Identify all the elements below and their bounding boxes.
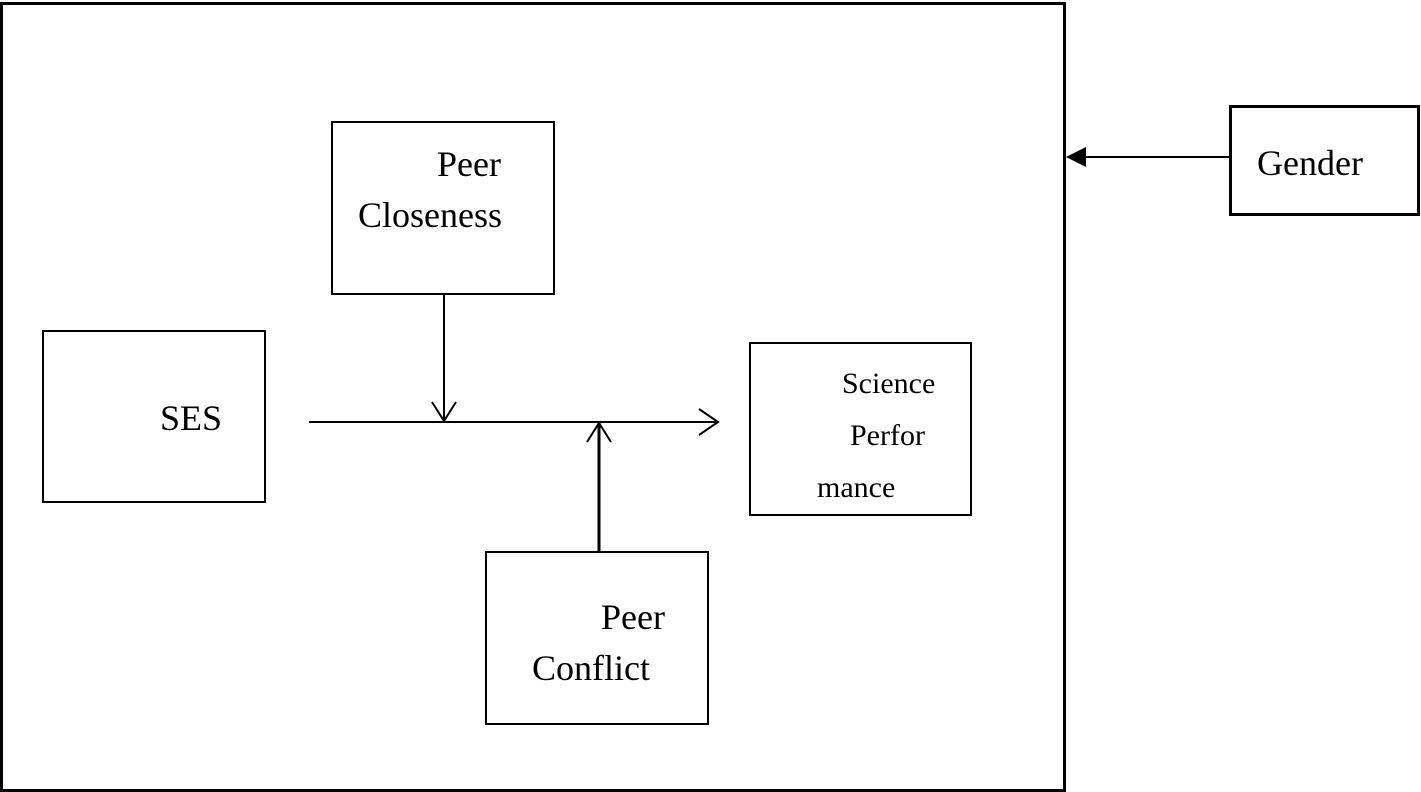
science-performance-label-line2: Perfor xyxy=(850,419,925,452)
peer-closeness-label-line1: Peer xyxy=(437,144,501,184)
gender-moderation-arrowhead xyxy=(1066,147,1086,167)
conflict-moderation-arrowhead xyxy=(586,421,612,443)
main-path-arrowhead xyxy=(698,408,720,436)
science-performance-box: Science Perfor mance xyxy=(749,342,972,516)
gender-box: Gender xyxy=(1229,105,1420,216)
science-performance-label-line3: mance xyxy=(817,471,896,504)
peer-conflict-box: Peer Conflict xyxy=(485,551,709,725)
science-performance-label-line1: Science xyxy=(842,367,936,400)
peer-conflict-label-line2: Conflict xyxy=(532,648,650,688)
peer-conflict-label-line1: Peer xyxy=(601,597,665,637)
ses-label: SES xyxy=(160,398,223,438)
ses-box: SES xyxy=(42,330,266,503)
model-frame xyxy=(0,2,1066,792)
peer-closeness-box: Peer Closeness xyxy=(331,121,555,295)
closeness-moderation-arrowhead xyxy=(431,401,457,423)
gender-label: Gender xyxy=(1257,143,1363,183)
peer-closeness-label-line2: Closeness xyxy=(358,195,502,235)
